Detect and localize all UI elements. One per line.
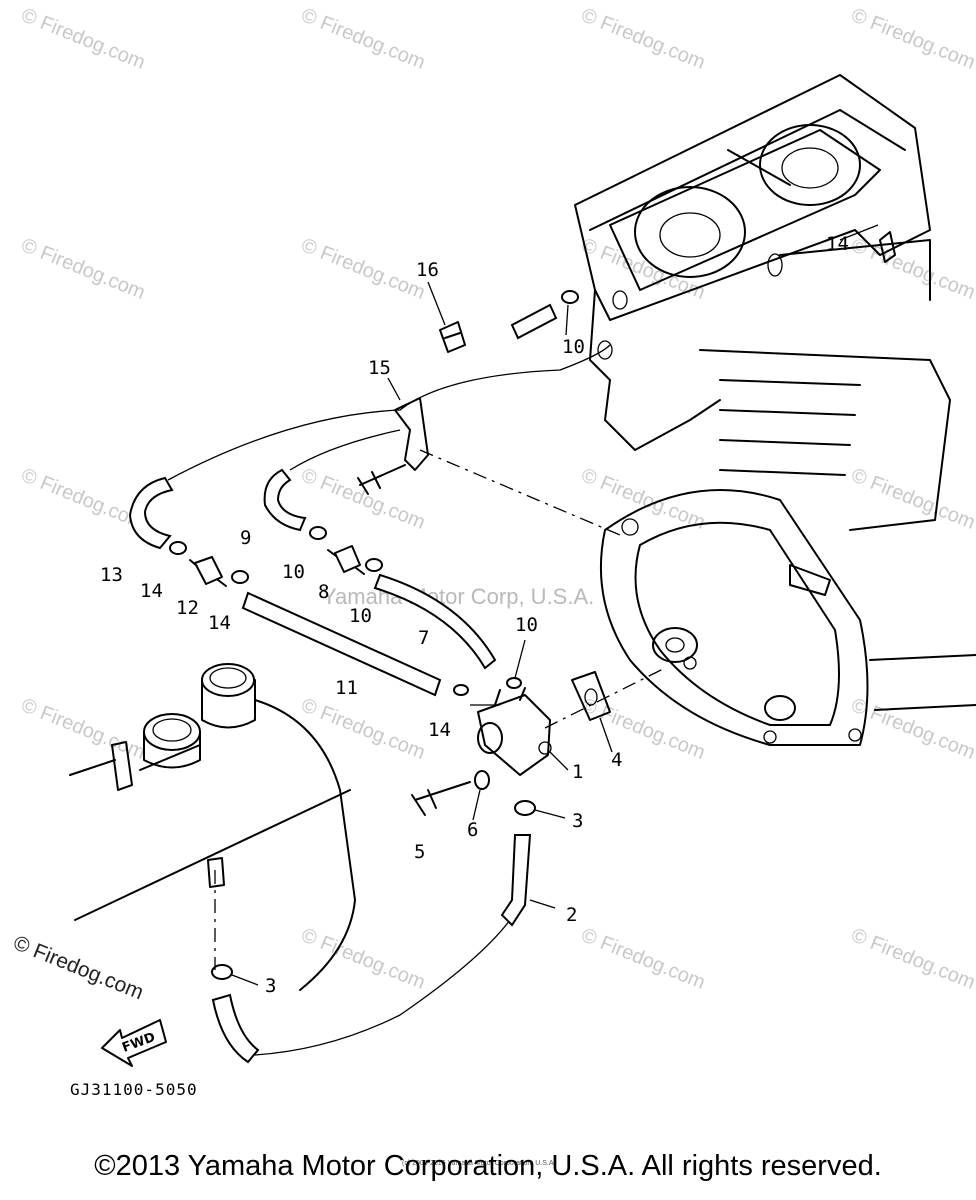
watermark: © Firedog.com — [298, 234, 428, 304]
hose-2 — [500, 834, 532, 927]
clamp-14 — [231, 570, 249, 584]
callout-11: 11 — [335, 677, 358, 699]
diagram-code: GJ31100-5050 — [70, 1080, 198, 1099]
tank-fitting — [207, 857, 225, 888]
hose-9 — [263, 468, 307, 532]
watermark: © Firedog.com — [578, 464, 708, 534]
fwd-label: FWD — [120, 1030, 157, 1056]
watermark: © Firedog.com — [298, 464, 428, 534]
callout-12: 12 — [176, 597, 199, 619]
callout-2: 2 — [566, 904, 577, 926]
watermark: © Firedog.com — [18, 234, 148, 304]
gasket-4 — [571, 671, 611, 721]
parts — [128, 290, 611, 1064]
fuel-pump-fitting — [538, 741, 552, 755]
callout-3: 3 — [265, 975, 276, 997]
gasket-hole — [584, 688, 598, 706]
clamp-10 — [309, 526, 327, 540]
clamp-3 — [514, 800, 536, 816]
watermark: © Firedog.com — [298, 4, 428, 74]
callout-10: 10 — [562, 336, 585, 358]
callout-14: 14 — [140, 580, 163, 602]
hose-11 — [241, 591, 442, 697]
fuel-pump-outlet — [494, 687, 526, 706]
filter-12 — [189, 556, 227, 587]
watermark: © Firedog.com — [18, 464, 148, 534]
watermark-dark: © Firedog.com — [10, 931, 147, 1004]
clamp-10 — [365, 558, 383, 572]
callout-9: 9 — [240, 527, 251, 549]
watermark: © Firedog.com — [848, 234, 976, 304]
leader-lines — [167, 344, 666, 1056]
watermark: © Firedog.com — [298, 694, 428, 764]
fuel-tank — [69, 663, 356, 991]
callout-10: 10 — [349, 605, 372, 627]
bracket-15 — [394, 397, 429, 471]
clamp-14 — [169, 541, 187, 555]
hose-13 — [128, 476, 174, 550]
copyright-notice: ©2013 Yamaha Motor Corporation, U.S.A. A… — [94, 1150, 882, 1182]
hose — [510, 303, 558, 340]
watermark: © Firedog.com — [578, 4, 708, 74]
engine-block — [574, 74, 951, 531]
filter-8 — [327, 545, 365, 575]
callout-6: 6 — [467, 819, 478, 841]
callout-10: 10 — [282, 561, 305, 583]
watermark: © Firedog.com — [578, 694, 708, 764]
bolt-5 — [411, 781, 471, 816]
center-watermark: Yamaha Motor Corp, U.S.A. — [322, 584, 594, 609]
watermark: © Firedog.com — [18, 4, 148, 74]
callouts: 1 2 3 3 4 5 6 7 8 9 10 10 10 10 11 12 13… — [100, 233, 849, 997]
callout-3: 3 — [572, 810, 583, 832]
callout-5: 5 — [414, 841, 425, 863]
clamp-3 — [211, 964, 233, 980]
callout-13: 13 — [100, 564, 123, 586]
watermark: © Firedog.com — [848, 924, 976, 994]
magneto-cover — [599, 489, 976, 746]
clamp-10 — [561, 290, 579, 304]
callout-16: 16 — [416, 259, 439, 281]
bolt — [357, 464, 406, 495]
fine-print: (c) 2005-2016 Yamaha Motor Corporation, … — [402, 1160, 555, 1167]
callout-15: 15 — [368, 357, 391, 379]
callout-7: 7 — [418, 627, 429, 649]
clamp-10 — [506, 677, 522, 689]
callout-10: 10 — [515, 614, 538, 636]
callout-14: 14 — [428, 719, 451, 741]
hose — [211, 993, 260, 1064]
watermark: © Firedog.com — [848, 4, 976, 74]
callout-4: 4 — [611, 749, 622, 771]
hose-7 — [373, 573, 497, 670]
callout-leaders — [231, 224, 879, 986]
watermark: © Firedog.com — [18, 694, 148, 764]
washer-6 — [474, 770, 490, 790]
watermark: © Firedog.com — [298, 924, 428, 994]
callout-14: 14 — [826, 233, 849, 255]
watermark: © Firedog.com — [578, 924, 708, 994]
fuel-pump-port — [477, 722, 503, 754]
clamp-14 — [453, 684, 469, 696]
fwd-arrow: FWD — [101, 1019, 167, 1067]
callout-14: 14 — [208, 612, 231, 634]
callout-1: 1 — [572, 761, 583, 783]
clamp-16 — [439, 321, 466, 353]
fuel-pump-1 — [477, 694, 551, 776]
callout-8: 8 — [318, 581, 329, 603]
